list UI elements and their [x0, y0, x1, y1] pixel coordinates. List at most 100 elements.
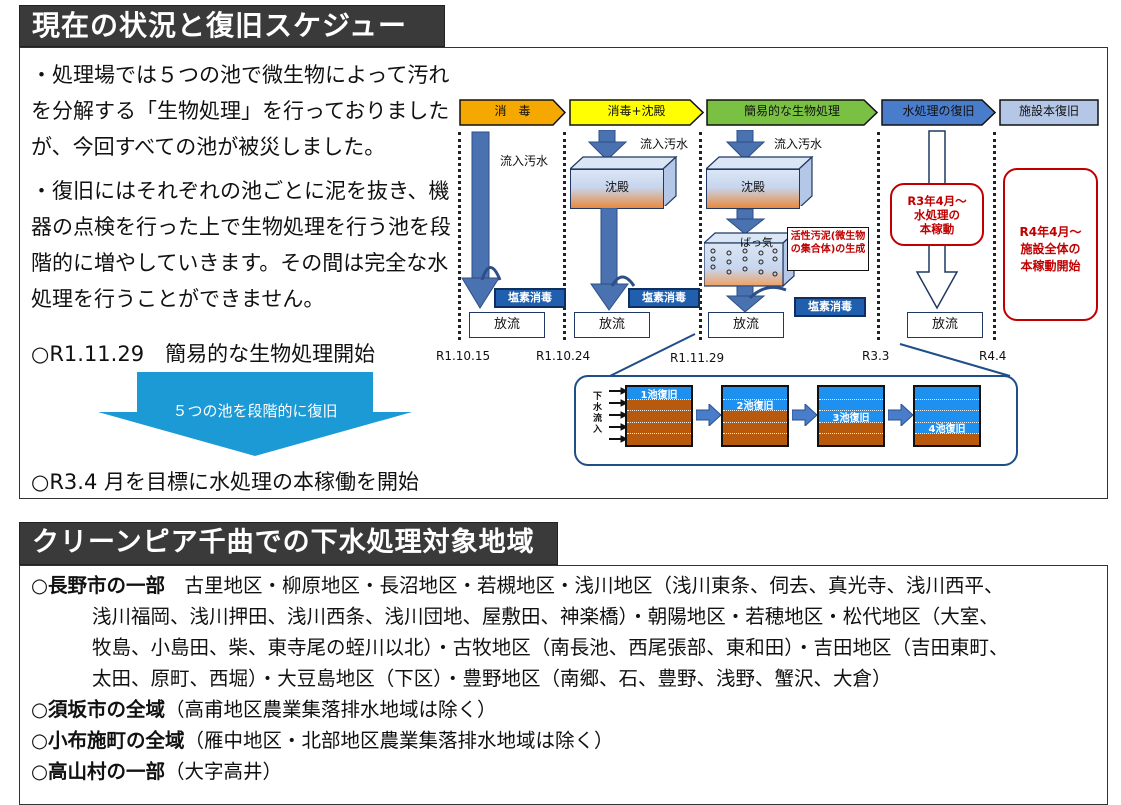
inflow-char: 水: [593, 403, 603, 413]
inflow-label: 流入汚水: [774, 137, 823, 151]
stage-simple-bio: 簡易的な生物処理: [706, 99, 878, 126]
sedimentation-tank-top: [706, 156, 814, 206]
date-label: R1.10.24: [536, 349, 591, 363]
area-nagano-line: 太田、原町、西堀）・大豆島地区（下区）・豊野地区（南郷、石、豊野、浅野、蟹沢、大…: [92, 667, 892, 690]
stage-disinfection-sedimentation: 消毒+沈殿: [569, 99, 704, 126]
area-panel: [19, 565, 1108, 805]
stage-label: 消毒+沈殿: [607, 104, 666, 118]
area-bullet: ○: [31, 574, 49, 597]
sedimentation-tank: 沈殿: [570, 169, 664, 209]
area-detail: （高甫地区農業集落排水地域は除く）: [165, 698, 497, 721]
pool-step-arrow: [888, 404, 914, 426]
pool-divider: [915, 421, 979, 423]
area-nagano-line: 牧島、小島田、柴、東寺尾の蛭川以北）・古牧地区（南長池、西尾張部、東和田）・吉田…: [92, 636, 1009, 659]
area-bullet: ○: [31, 760, 49, 783]
milestone-start: ○R1.11.29 簡易的な生物処理開始: [31, 342, 376, 366]
pool-step-arrow: [696, 404, 722, 426]
pool-divider: [723, 433, 787, 435]
area-bullet: ○: [31, 698, 49, 721]
stage-chevron-shape: [569, 99, 704, 126]
stage-label: 消 毒: [494, 104, 531, 118]
separator: [458, 132, 461, 340]
pool-divider: [915, 398, 979, 400]
pool-water: [627, 387, 691, 399]
area-name: 須坂市の全域: [48, 698, 166, 721]
r4-note-line: R4年4月～: [1019, 225, 1082, 239]
flow-arrow-2-top: [588, 130, 628, 161]
pool-water: [819, 387, 883, 422]
date-label: R1.11.29: [670, 351, 725, 365]
inflow-char: 流: [593, 414, 603, 424]
discharge-box: 放流: [469, 312, 545, 338]
callout-lines: [609, 333, 1011, 377]
restore-arrow: [98, 372, 412, 456]
date-label: R1.10.15: [436, 349, 491, 363]
chlorination-badge: 塩素消毒: [628, 288, 700, 308]
r4-note-line: 施設全体の: [1020, 242, 1081, 256]
pool-1: 1池復旧: [625, 385, 693, 447]
pool-divider: [723, 410, 787, 412]
flow-arrow-3-top: [726, 130, 766, 161]
chlorination-badge: 塩素消毒: [794, 297, 866, 317]
stage-box-shape: [999, 99, 1099, 126]
stage-label: 水処理の復旧: [902, 104, 975, 118]
pool-divider: [915, 410, 979, 412]
area-detail: （大字高井）: [165, 760, 283, 783]
pool-divider: [723, 398, 787, 400]
area-nagano-line: 浅川福岡、浅川押田、浅川西条、浅川団地、屋敷田、神楽橋）・朝陽地区・若穂地区・松…: [92, 605, 999, 628]
discharge-box: 放流: [708, 312, 784, 338]
pool-label: 2池復旧: [736, 401, 774, 413]
pool-divider: [915, 433, 979, 435]
pool-divider: [627, 410, 691, 412]
r3-note: R3年4月～ 水処理の 本稼動: [890, 183, 984, 246]
pool-label: 4池復旧: [928, 424, 966, 436]
status-paragraph-1: ・処理場では５つの池で微生物によって汚れを分解する「生物処理」を行っておりました…: [31, 63, 450, 159]
stage-chevron-shape: [459, 99, 566, 126]
pool-divider: [819, 398, 883, 400]
date-label: R4.4: [979, 349, 1007, 363]
section-status-title: 現在の状況と復旧スケジュール: [19, 5, 445, 82]
separator: [877, 132, 880, 340]
area-name: 小布施町の全域: [48, 729, 185, 752]
inflow-arrows: [609, 387, 628, 443]
area-detail: （雁中地区・北部地区農業集落排水地域は除く）: [184, 729, 614, 752]
stage-water-recovery: 水処理の復旧: [881, 99, 996, 126]
inflow-vertical-label: 下 水 流 入: [593, 392, 603, 436]
r3-note-line: R3年4月～: [907, 194, 967, 208]
sedimentation-tank: 沈殿: [706, 169, 800, 209]
area-name: 高山村の一部: [48, 760, 166, 783]
inflow-label: 流入汚水: [500, 154, 549, 168]
pool-divider: [819, 433, 883, 435]
stage-label: 施設本復旧: [1018, 104, 1079, 118]
flow-arrow-2-bottom: [590, 208, 636, 311]
area-spacer: [165, 574, 185, 597]
pool-divider: [723, 421, 787, 423]
separator: [563, 132, 566, 340]
area-takayama: ○高山村の一部（大字高井）: [31, 756, 282, 787]
area-suzaka: ○須坂市の全域（高甫地区農業集落排水地域は除く）: [31, 694, 497, 725]
area-obuse: ○小布施町の全域（雁中地区・北部地区農業集落排水地域は除く）: [31, 725, 614, 756]
pool-3: 3池復旧: [817, 385, 885, 447]
separator: [993, 132, 996, 340]
flow-arrow-1: [461, 131, 502, 309]
restore-arrow-label: ５つの池を段階的に復旧: [172, 402, 338, 420]
inflow-char: 入: [593, 425, 603, 435]
flow-arrow-3-bottom: [726, 286, 787, 313]
r4-note-line: 本稼動開始: [1020, 259, 1081, 273]
sedimentation-tank-top: [570, 156, 678, 206]
pool-divider: [627, 421, 691, 423]
area-bullet: ○: [31, 729, 49, 752]
restore-arrow-shape: [98, 372, 412, 456]
stage-full-recovery: 施設本復旧: [999, 99, 1099, 126]
pool-divider: [627, 398, 691, 400]
pool-divider: [627, 433, 691, 435]
stage-label: 簡易的な生物処理: [743, 104, 840, 118]
area-nagano-line: ○長野市の一部 古里地区・柳原地区・長沼地区・若槻地区・浅川地区（浅川東条、伺去…: [31, 570, 1004, 601]
stage-chevron-shape: [881, 99, 996, 126]
pool-4: 4池復旧: [913, 385, 981, 447]
r3-note-line: 本稼動: [919, 222, 955, 236]
inflow-label: 流入汚水: [640, 137, 689, 151]
discharge-box: 放流: [574, 312, 650, 338]
aeration-label: ばっ気: [740, 236, 773, 249]
aeration-tank: [704, 232, 796, 288]
